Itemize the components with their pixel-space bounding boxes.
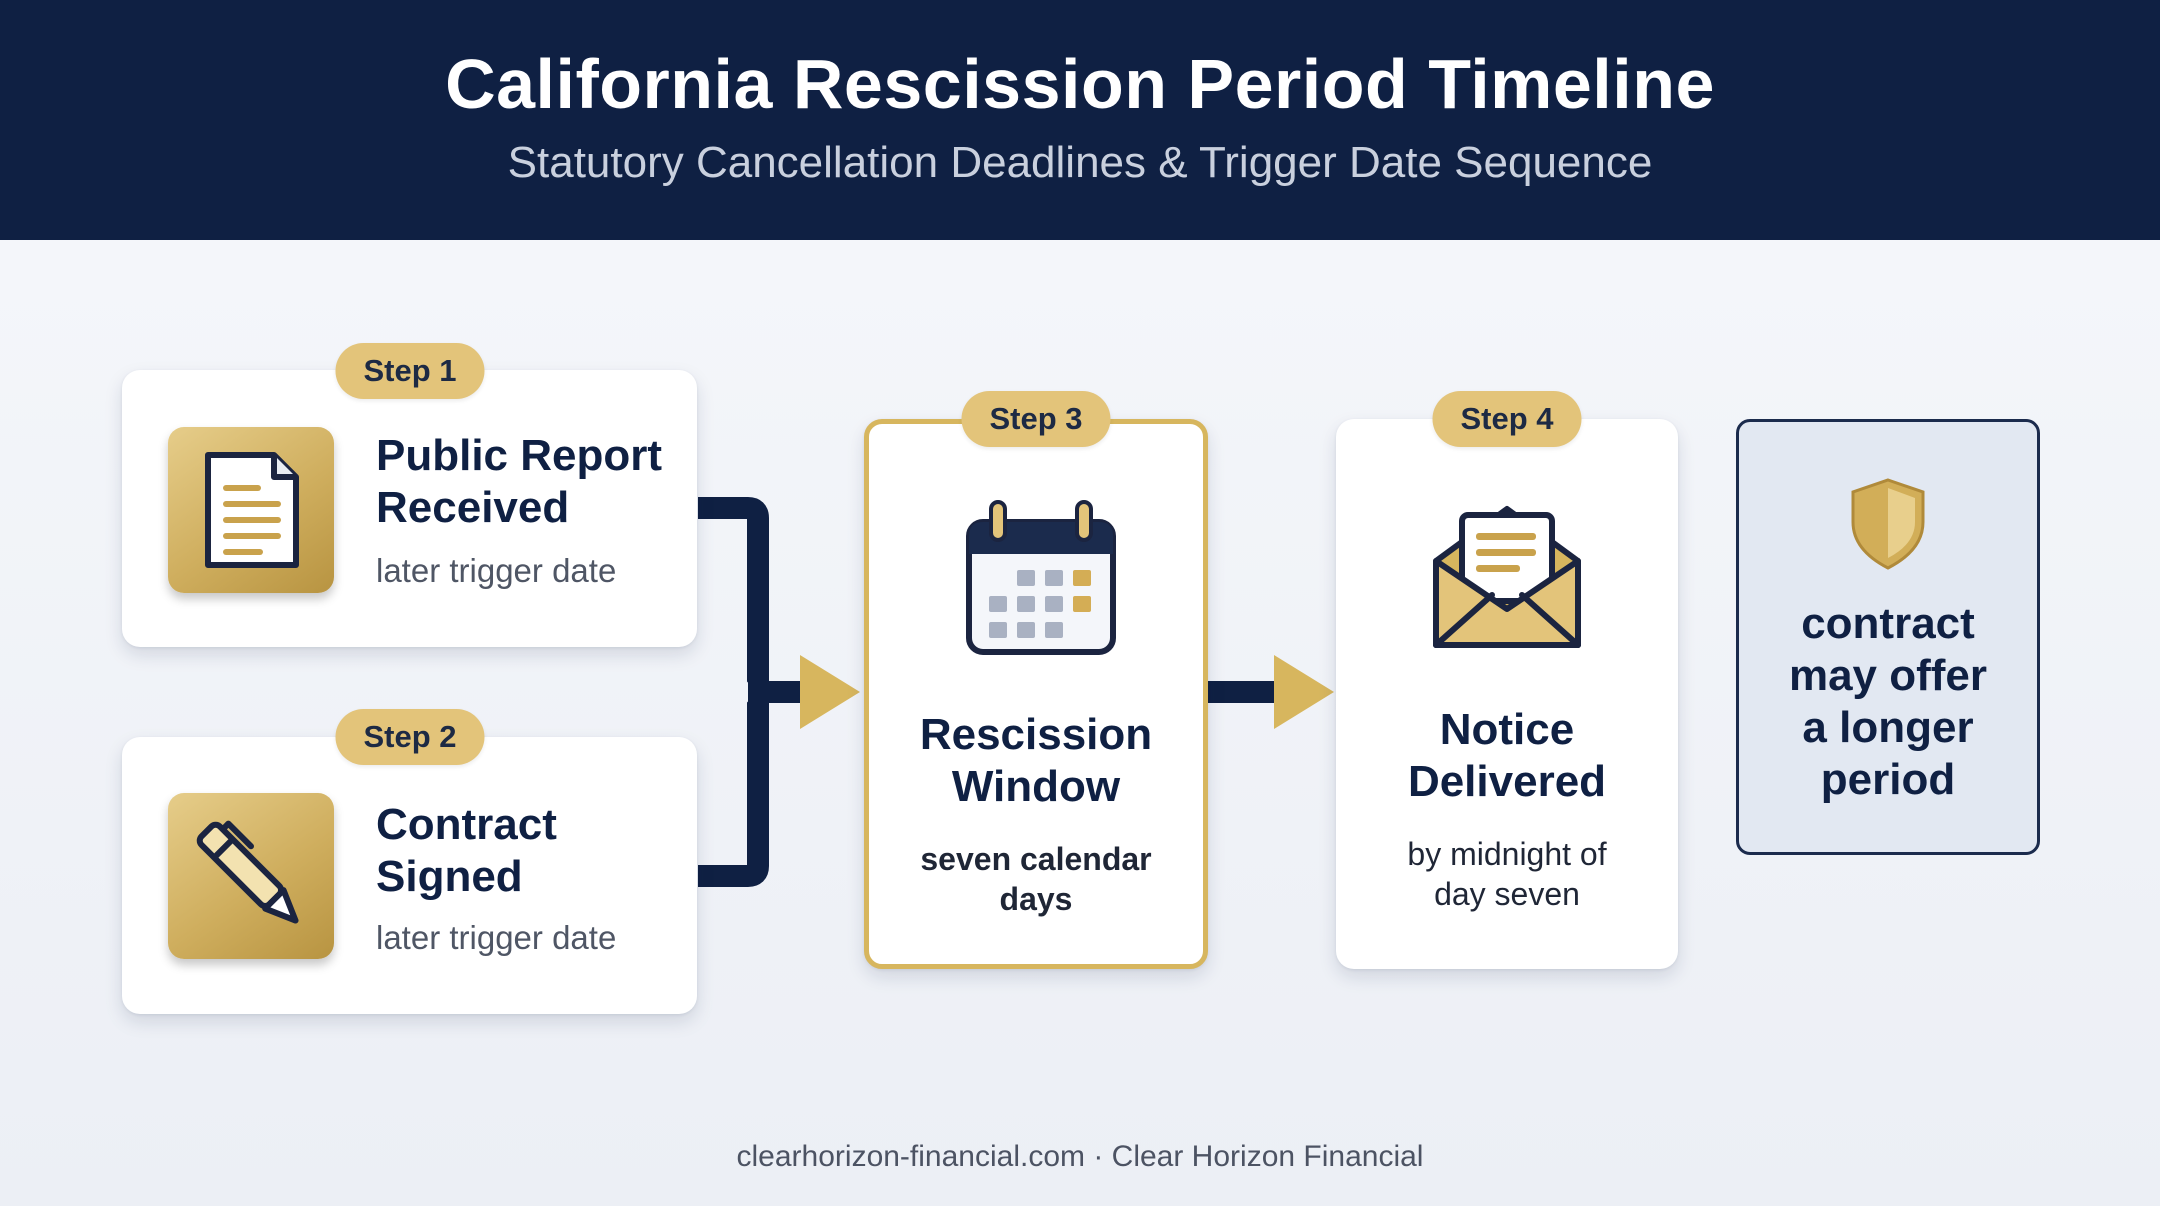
- step-3-card: Rescission Window seven calendar days: [864, 419, 1208, 969]
- note-line4: period: [1820, 755, 1956, 804]
- step-1-badge: Step 1: [335, 343, 485, 399]
- step-4-card: Notice Delivered by midnight of day seve…: [1336, 419, 1678, 969]
- calendar-icon: [966, 500, 1116, 655]
- note-card: contract may offer a longer period: [1736, 419, 2040, 855]
- note-line2: may offer: [1788, 651, 1988, 700]
- step-1-card: Public Report Received later trigger dat…: [122, 370, 697, 647]
- step-4-title-line2: Delivered: [1407, 757, 1607, 806]
- bracket-connector: [698, 497, 769, 703]
- pen-icon-tile: [168, 793, 334, 959]
- step-3-subtitle-line1: seven calendar: [920, 841, 1152, 877]
- arrow-right-icon: [1274, 655, 1334, 729]
- page-title: California Rescission Period Timeline: [445, 45, 1715, 123]
- step-4-title-line1: Notice: [1439, 705, 1575, 754]
- step-3-badge: Step 3: [961, 391, 1111, 447]
- step-1-title-line1: Public Report: [376, 431, 663, 480]
- step-3-title-line1: Rescission: [919, 710, 1153, 759]
- step-2-card: Contract Signed later trigger date: [122, 737, 697, 1014]
- footer-credit: clearhorizon-financial.com · Clear Horiz…: [736, 1140, 1424, 1173]
- step-1-title-line2: Received: [376, 483, 570, 532]
- step-4-badge: Step 4: [1432, 391, 1582, 447]
- document-icon: [205, 452, 299, 568]
- step-1-subtitle: later trigger date: [376, 552, 617, 589]
- step-3-subtitle-line2: days: [999, 881, 1073, 917]
- note-line3: a longer: [1802, 703, 1974, 752]
- step-3-title-line2: Window: [951, 762, 1121, 811]
- step-2-title-line1: Contract: [376, 800, 557, 849]
- arrow-right-icon: [800, 655, 860, 729]
- page-subtitle: Statutory Cancellation Deadlines & Trigg…: [507, 138, 1653, 187]
- header-banner: California Rescission Period Timeline St…: [0, 0, 2160, 240]
- step-2-badge: Step 2: [335, 709, 485, 765]
- step-2-subtitle: later trigger date: [376, 919, 617, 956]
- envelope-icon: [1433, 506, 1581, 648]
- step-2-title-line2: Signed: [376, 852, 523, 901]
- pen-icon: [196, 820, 299, 924]
- shield-icon: [1851, 478, 1925, 570]
- step-4-subtitle-line1: by midnight of: [1407, 836, 1607, 872]
- step-4-subtitle-line2: day seven: [1434, 876, 1580, 912]
- document-icon-tile: [168, 427, 334, 593]
- note-line1: contract: [1801, 599, 1975, 648]
